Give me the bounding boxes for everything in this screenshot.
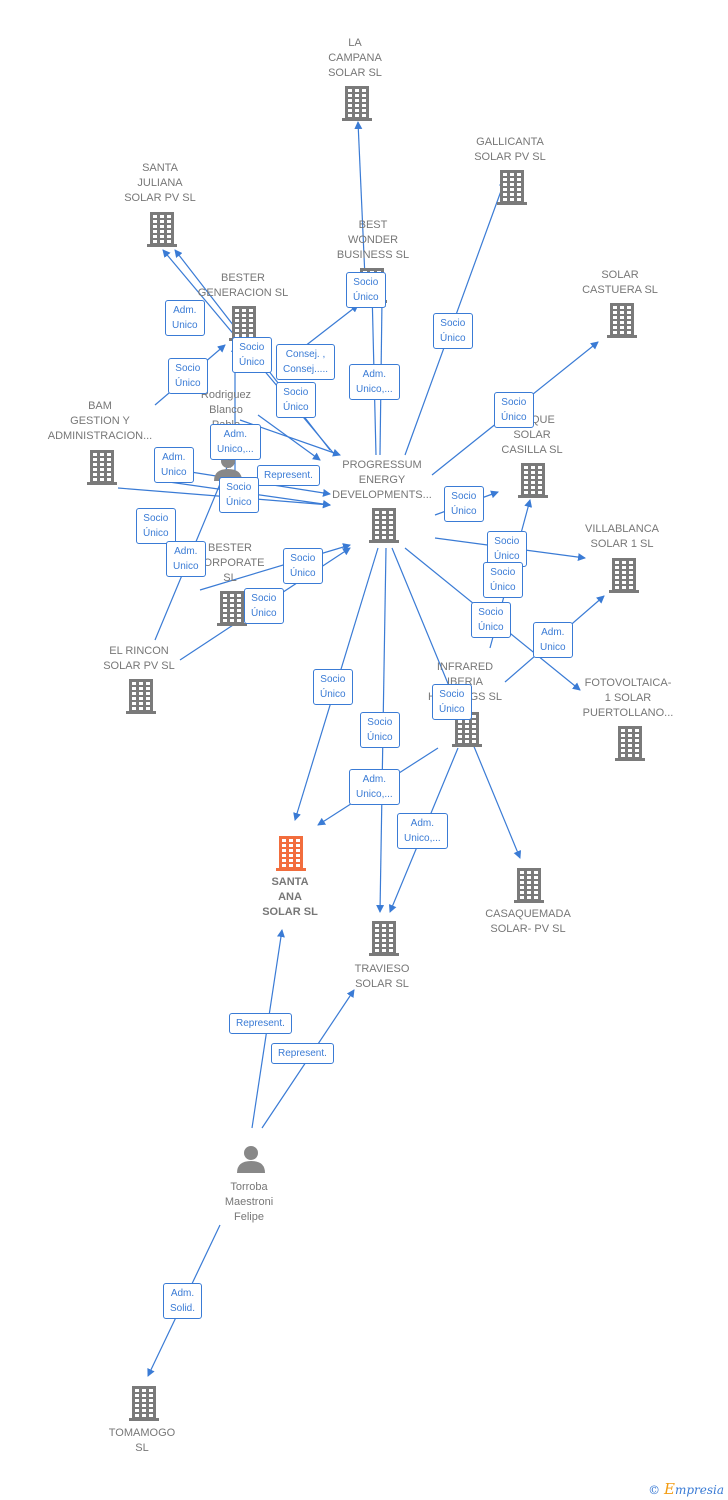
bester-corporate-building-icon[interactable] <box>217 591 247 626</box>
node-label-torroba[interactable]: Torroba Maestroni Felipe <box>224 1181 274 1223</box>
edge-label[interactable]: Socio Único <box>283 548 323 584</box>
casaquemada-building-icon[interactable] <box>514 868 544 903</box>
parque-casilla-building-icon[interactable] <box>518 463 548 498</box>
edge-label[interactable]: Adm. Unico,... <box>349 769 400 805</box>
edge-label[interactable]: Socio Único <box>444 486 484 522</box>
edge-label[interactable]: Represent. <box>271 1043 334 1064</box>
node-label-casaquemada[interactable]: CASAQUEMADA SOLAR- PV SL <box>485 908 571 935</box>
node-label-bam[interactable]: BAM GESTION Y ADMINISTRACION... <box>47 400 153 442</box>
solar-castuera-building-icon[interactable] <box>607 303 637 338</box>
edge-line <box>299 304 359 351</box>
node-label-parque-casilla[interactable]: PARQUE SOLAR CASILLA SL <box>501 414 563 456</box>
node-label-bester-generacion[interactable]: BESTER GENERACION SL <box>197 272 289 299</box>
santa-juliana-building-icon[interactable] <box>147 212 177 247</box>
edge-label[interactable]: Socio Único <box>471 602 511 638</box>
node-label-bester-corporate[interactable]: BESTER CORPORATE SL <box>195 542 265 584</box>
gallicanta-building-icon[interactable] <box>497 170 527 205</box>
edge-label[interactable]: Socio Único <box>168 358 208 394</box>
node-label-villablanca[interactable]: VILLABLANCA SOLAR 1 SL <box>585 523 659 550</box>
edge-label[interactable]: Adm. Unico,... <box>397 813 448 849</box>
copyright-icon: © <box>648 1483 661 1497</box>
edge-label[interactable]: Adm. Unico <box>165 300 205 336</box>
edge-label[interactable]: Adm. Unico <box>166 541 206 577</box>
edge-label[interactable]: Represent. <box>257 465 320 486</box>
tomamogo-building-icon[interactable] <box>129 1386 159 1421</box>
edge-line <box>199 543 351 591</box>
node-label-el-rincon[interactable]: EL RINCON SOLAR PV SL <box>103 645 175 672</box>
edge-label[interactable]: Socio Único <box>432 684 472 720</box>
node-label-solar-castuera[interactable]: SOLAR CASTUERA SL <box>582 269 658 296</box>
edge-label[interactable]: Socio Único <box>313 669 353 705</box>
edge-label[interactable]: Socio Único <box>136 508 176 544</box>
edge-label[interactable]: Socio Único <box>244 588 284 624</box>
brand-logo-letter: E <box>663 1480 675 1498</box>
node-label-tomamogo[interactable]: TOMAMOGO SL <box>108 1427 176 1454</box>
node-label-gallicanta[interactable]: GALLICANTA SOLAR PV SL <box>474 136 546 163</box>
edge-label[interactable]: Adm. Unico <box>533 622 573 658</box>
edge-label[interactable]: Consej. , Consej..... <box>276 344 336 380</box>
torroba-person-icon[interactable] <box>237 1146 265 1173</box>
fotovoltaica-building-icon[interactable] <box>615 726 645 761</box>
edge-label[interactable]: Socio Único <box>360 712 400 748</box>
villablanca-building-icon[interactable] <box>609 558 639 593</box>
el-rincon-building-icon[interactable] <box>126 679 156 714</box>
la-campana-building-icon[interactable] <box>342 86 372 121</box>
infrared-building-icon[interactable] <box>452 712 482 747</box>
edge-label[interactable]: Socio Único <box>494 392 534 428</box>
edge-label[interactable]: Adm. Unico <box>154 447 194 483</box>
edge-label[interactable]: Socio Único <box>232 337 272 373</box>
node-label-fotovoltaica[interactable]: FOTOVOLTAICA- 1 SOLAR PUERTOLLANO... <box>582 677 674 719</box>
santa-ana-building-icon[interactable] <box>276 836 306 871</box>
edge-label[interactable]: Socio Único <box>487 531 527 567</box>
bester-generacion-building-icon[interactable] <box>229 306 259 341</box>
edge-label[interactable]: Adm. Unico,... <box>210 424 261 460</box>
edge-label[interactable]: Socio Único <box>346 272 386 308</box>
travieso-building-icon[interactable] <box>369 921 399 956</box>
node-label-best-wonder[interactable]: BEST WONDER BUSINESS SL <box>336 219 410 261</box>
edge-label[interactable]: Adm. Solid. <box>163 1283 203 1319</box>
node-label-progressum[interactable]: PROGRESSUM ENERGY DEVELOPMENTS... <box>332 459 432 501</box>
edge-label[interactable]: Represent. <box>229 1013 292 1034</box>
edge-label[interactable]: Socio Único <box>219 477 259 513</box>
edge-line <box>257 414 321 461</box>
edge-label[interactable]: Socio Único <box>276 382 316 418</box>
edge-label[interactable]: Adm. Unico,... <box>349 364 400 400</box>
footer-brand: © Empresia <box>648 1480 724 1498</box>
bam-building-icon[interactable] <box>87 450 117 485</box>
edge-label[interactable]: Socio Único <box>433 313 473 349</box>
edge-label[interactable]: Socio Único <box>483 562 523 598</box>
node-label-la-campana[interactable]: LA CAMPANA SOLAR SL <box>328 37 382 79</box>
progressum-building-icon[interactable] <box>369 508 399 543</box>
node-label-santa-juliana[interactable]: SANTA JULIANA SOLAR PV SL <box>124 162 196 204</box>
node-label-travieso[interactable]: TRAVIESO SOLAR SL <box>354 963 410 990</box>
brand-name: mpresia <box>674 1483 724 1497</box>
node-label-santa-ana[interactable]: SANTA ANA SOLAR SL <box>262 876 318 918</box>
